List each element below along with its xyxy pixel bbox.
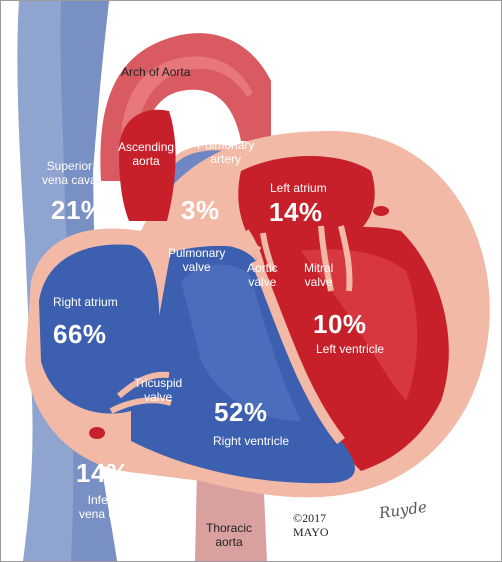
label-mitral-valve-line1: Mitral — [304, 261, 334, 275]
copyright-notice: ©2017 MAYO — [293, 511, 329, 539]
septum — [251, 259, 345, 445]
percent-left-atrium: 14% — [269, 197, 323, 227]
aortic-valve-leaflets — [243, 229, 276, 282]
coronary-vessel-left — [373, 206, 389, 216]
coronary-vessel-right — [89, 427, 105, 439]
mitral-valve-leaflets — [318, 225, 353, 292]
label-pulmonary-artery: Pulmonary artery — [197, 138, 254, 166]
copyright-owner: MAYO — [293, 525, 329, 539]
right-ventricle-highlight — [181, 264, 301, 421]
percent-right-atrium: 66% — [53, 319, 107, 349]
label-mitral-valve-line2: valve — [304, 275, 333, 289]
label-pulmonary-artery-line2: artery — [210, 152, 242, 166]
ascending-aorta-lumen — [119, 109, 176, 221]
label-thoracic-aorta: Thoracic aorta — [206, 521, 252, 549]
percent-inferior-vena-cava: 14% — [76, 458, 130, 488]
label-pulmonary-artery-line1: Pulmonary — [197, 138, 255, 152]
label-superior-vena-cava-line2: vena cava — [42, 173, 97, 187]
label-tricuspid-valve-line2: valve — [144, 390, 173, 404]
label-ascending-aorta-line2: aorta — [132, 154, 160, 168]
label-left-ventricle: Left ventricle — [316, 342, 385, 356]
right-atrium-chamber — [39, 244, 160, 414]
label-inferior-vena-cava: Inferior vena cava — [79, 493, 134, 521]
label-right-atrium: Right atrium — [53, 295, 118, 309]
left-atrium-chamber — [238, 156, 375, 241]
label-mitral-valve: Mitral valve — [304, 261, 333, 289]
label-left-atrium: Left atrium — [270, 181, 327, 195]
percent-superior-vena-cava: 21% — [51, 195, 105, 225]
label-superior-vena-cava: Superior vena cava — [42, 159, 97, 187]
label-pulmonary-valve-line1: Pulmonary — [168, 246, 226, 260]
tricuspid-valve-leaflets — [109, 371, 172, 414]
thoracic-aorta-vessel — [195, 471, 267, 561]
label-aortic-valve-line1: Aortic — [247, 261, 278, 275]
label-inferior-vena-cava-line1: Inferior — [87, 493, 126, 507]
label-thoracic-aorta-line2: aorta — [215, 535, 243, 549]
percent-left-ventricle: 10% — [313, 309, 367, 339]
percent-right-ventricle: 52% — [214, 397, 268, 427]
label-thoracic-aorta-line1: Thoracic — [206, 521, 253, 535]
label-pulmonary-valve: Pulmonary valve — [168, 246, 225, 274]
label-pulmonary-valve-line2: valve — [182, 260, 211, 274]
label-superior-vena-cava-line1: Superior — [46, 159, 93, 173]
label-ascending-aorta-line1: Ascending — [118, 140, 175, 154]
label-tricuspid-valve-line1: Tricuspid — [134, 376, 183, 390]
percent-pulmonary-artery: 3% — [181, 195, 220, 225]
label-right-ventricle: Right ventricle — [213, 434, 290, 448]
label-tricuspid-valve: Tricuspid valve — [134, 376, 182, 404]
label-arch-of-aorta: Arch of Aorta — [121, 65, 191, 79]
copyright-year: ©2017 — [293, 511, 327, 525]
label-aortic-valve-line2: valve — [248, 275, 277, 289]
label-inferior-vena-cava-line2: vena cava — [79, 507, 134, 521]
aortic-arch-highlight — [120, 56, 254, 171]
label-aortic-valve: Aortic valve — [247, 261, 278, 289]
label-ascending-aorta: Ascending aorta — [118, 140, 174, 168]
